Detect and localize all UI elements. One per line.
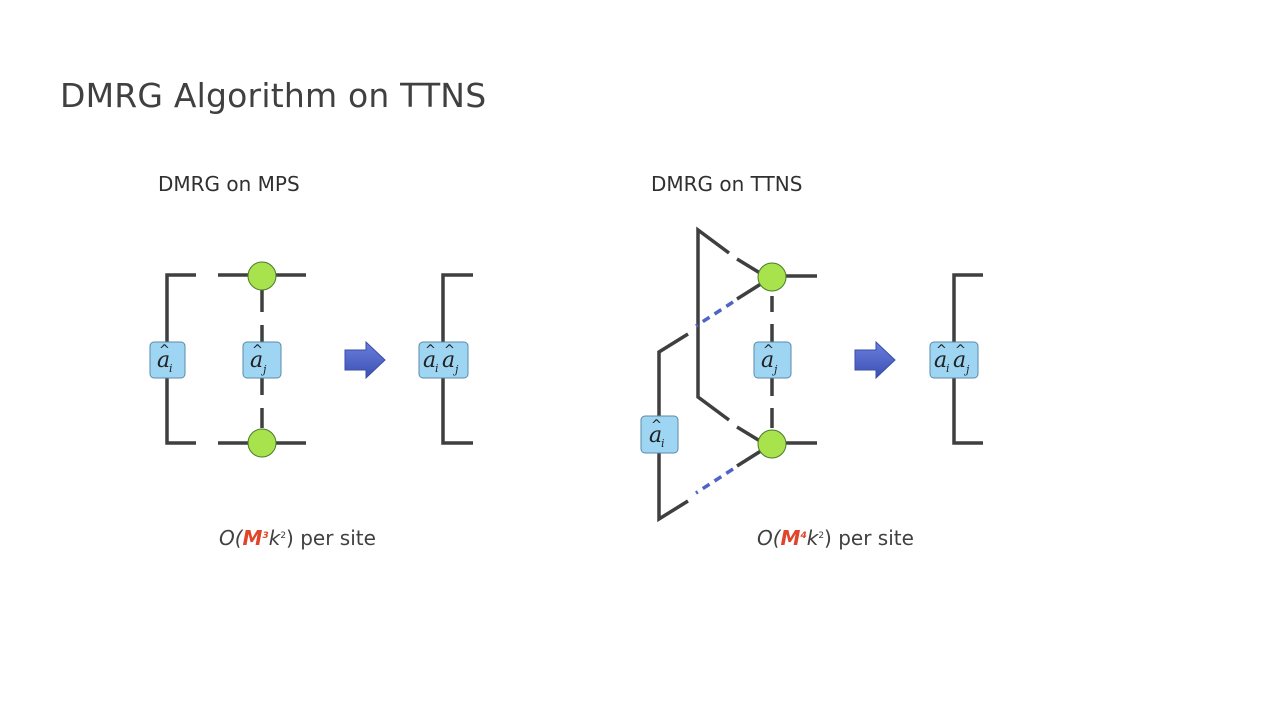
- ttns-upper-link-bottom: [736, 425, 761, 443]
- op-sub: j: [260, 363, 267, 376]
- ttns-complexity: O(M4k2) per site: [757, 526, 914, 550]
- mps-panel-heading: DMRG on MPS: [158, 172, 300, 196]
- op-sub: i: [169, 362, 173, 375]
- cost-var: k: [268, 526, 281, 550]
- ttns-node-bottom: [757, 429, 787, 459]
- op-sub: j: [452, 363, 459, 376]
- right-arrow-icon: [854, 340, 896, 380]
- ttns-operator-aiaj: a i ^ a j ^: [929, 341, 979, 379]
- cost-suffix: ) per site: [286, 526, 376, 550]
- op-base: a: [423, 348, 436, 373]
- op-base: a: [761, 348, 774, 373]
- mps-operator-aj: a j ^: [242, 341, 282, 379]
- op-hat: ^: [159, 343, 170, 358]
- ttns-panel-heading: DMRG on TTNS: [651, 172, 803, 196]
- cost-power: 3: [262, 531, 269, 541]
- cost-base: M: [242, 526, 263, 550]
- cost-var: k: [806, 526, 819, 550]
- ttns-top-diagonal: [736, 280, 765, 301]
- op-hat: ^: [444, 343, 455, 358]
- op-hat: ^: [955, 343, 966, 358]
- ttns-operator-aj: a j ^: [753, 341, 792, 379]
- op-sub: j: [771, 363, 778, 376]
- op-sub: j: [963, 363, 970, 376]
- cost-base: M: [780, 526, 801, 550]
- op-hat: ^: [651, 418, 662, 433]
- ttns-bottom-diagonal: [736, 447, 765, 468]
- op-sub: i: [946, 362, 950, 375]
- slide-title: DMRG Algorithm on TTNS: [60, 76, 487, 115]
- op-base: a: [953, 348, 966, 373]
- mps-operator-ai: a i ^: [149, 341, 186, 379]
- op-hat: ^: [763, 343, 774, 358]
- ttns-upper-zigzag: [696, 226, 731, 422]
- ttns-bottom-dashed-link: [695, 467, 734, 495]
- ttns-top-dashed-link: [695, 300, 734, 328]
- cost-suffix: ) per site: [824, 526, 914, 550]
- op-base: a: [442, 348, 455, 373]
- op-hat: ^: [425, 343, 436, 358]
- ttns-operator-ai: a i ^: [640, 415, 679, 454]
- op-sub: i: [661, 437, 665, 450]
- cost-power: 4: [800, 531, 807, 541]
- op-base: a: [250, 348, 263, 373]
- mps-complexity: O(M3k2) per site: [219, 526, 376, 550]
- cost-var-power: 2: [280, 531, 287, 541]
- ttns-node-top: [757, 262, 787, 292]
- op-hat: ^: [936, 343, 947, 358]
- mps-node-bottom: [247, 428, 277, 458]
- op-base: a: [649, 423, 662, 448]
- op-hat: ^: [252, 343, 263, 358]
- op-base: a: [157, 348, 170, 373]
- cost-var-power: 2: [818, 531, 825, 541]
- right-arrow-icon: [344, 340, 386, 380]
- ttns-upper-link-top: [736, 257, 761, 275]
- mps-operator-aiaj: a i ^ a j ^: [418, 341, 469, 379]
- mps-node-top: [247, 261, 277, 291]
- cost-prefix: O(: [757, 526, 781, 550]
- op-base: a: [934, 348, 947, 373]
- op-sub: i: [435, 362, 439, 375]
- cost-prefix: O(: [219, 526, 243, 550]
